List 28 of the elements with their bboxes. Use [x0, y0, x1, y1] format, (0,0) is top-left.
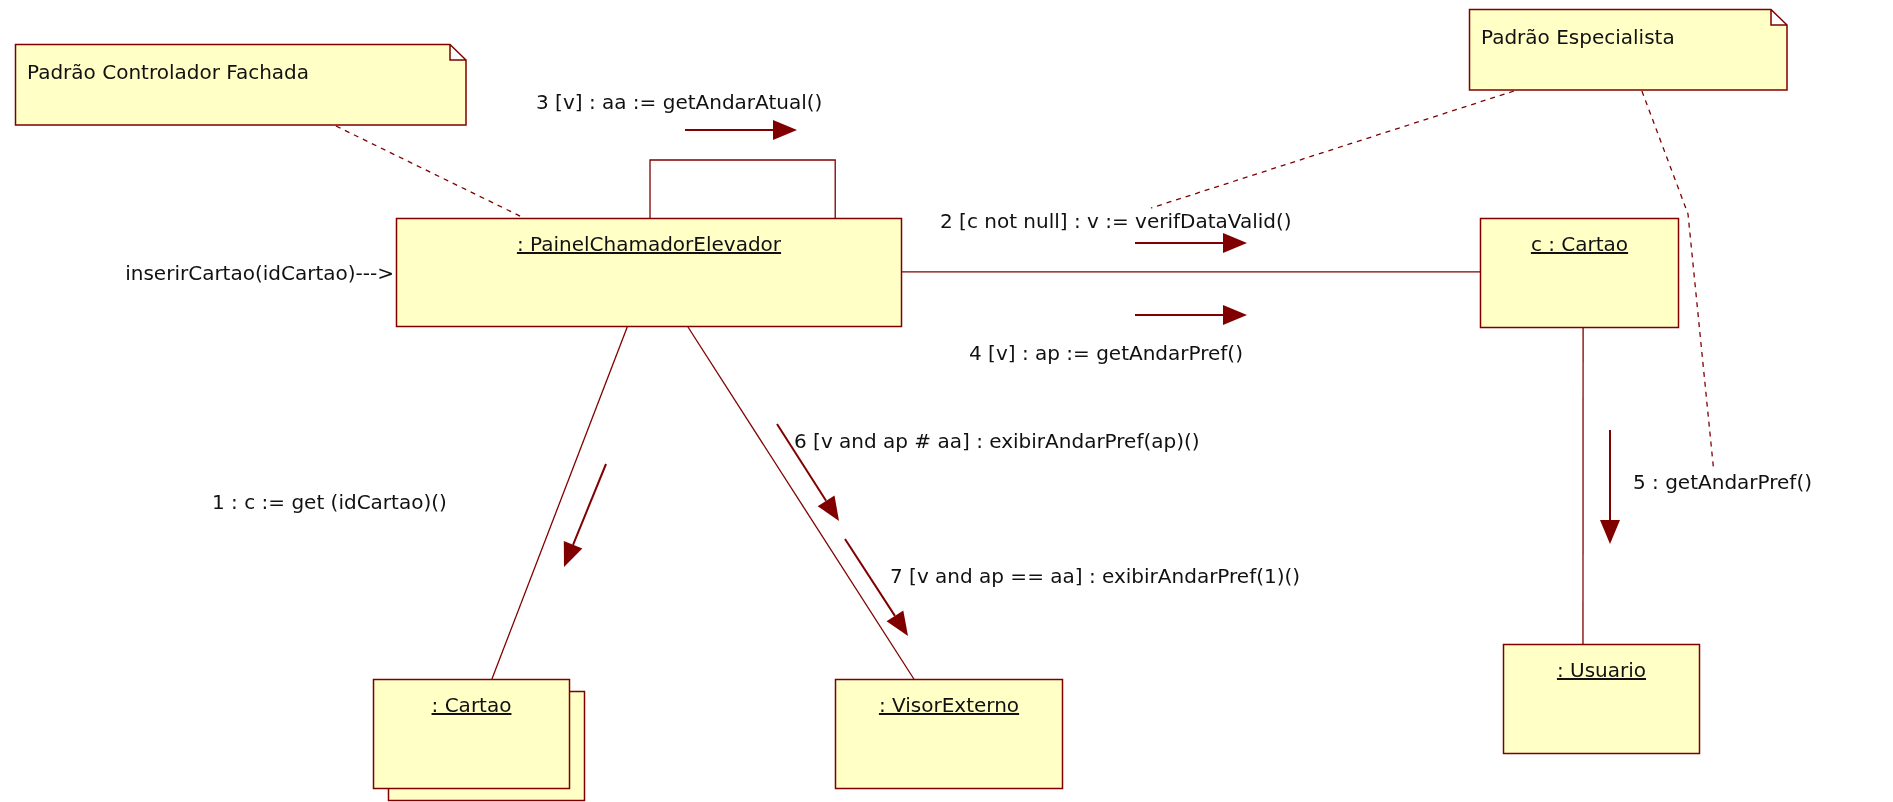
link-line: [687, 326, 915, 680]
message-label: 5 : getAndarPref(): [1633, 470, 1812, 494]
message-label: 1 : c := get (idCartao)(): [212, 490, 447, 514]
message-label: inserirCartao(idCartao)--->: [125, 260, 394, 285]
message-label: 4 [v] : ap := getAndarPref(): [969, 341, 1243, 365]
note-text: Padrão Controlador Fachada: [27, 60, 310, 84]
object-name: c : Cartao: [1529, 232, 1630, 256]
note-text: Padrão Especialista: [1481, 25, 1675, 49]
multiobject-box: [373, 679, 585, 801]
object-name: : Usuario: [1555, 658, 1648, 682]
message-label: 3 [v] : aa := getAndarAtual(): [536, 90, 823, 114]
note-anchor-line: [1150, 90, 1515, 209]
object-box: [1480, 218, 1679, 328]
object-box: [1503, 644, 1700, 754]
object-box: [835, 679, 1063, 789]
link-line: [1582, 327, 1584, 645]
object-box: [396, 218, 902, 327]
message-label: 2 [c not null] : v := verifDataValid(): [940, 209, 1292, 233]
object-name: : VisorExterno: [877, 693, 1021, 717]
link-line: [491, 326, 628, 680]
self-link: [649, 159, 836, 219]
message-label: 6 [v and ap # aa] : exibirAndarPref(ap)(): [794, 429, 1200, 453]
message-label: 7 [v and ap == aa] : exibirAndarPref(1)(): [890, 564, 1301, 588]
note-box: [1469, 9, 1788, 91]
object-name: : PainelChamadorElevador: [515, 232, 783, 256]
object-name: : Cartao: [430, 693, 513, 717]
note-box: [15, 44, 467, 126]
link-line: [901, 271, 1481, 273]
